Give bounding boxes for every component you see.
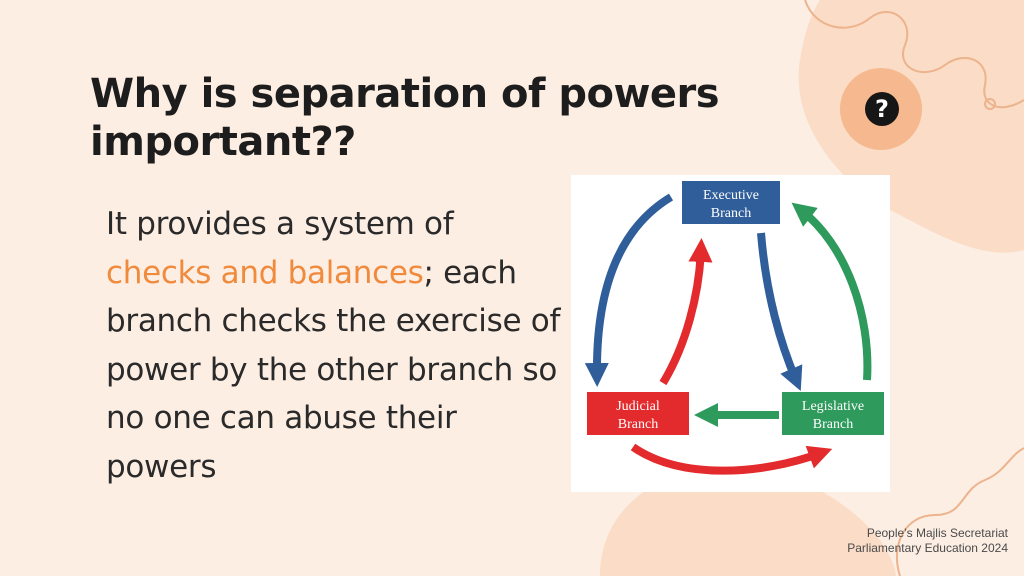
help-badge: ? bbox=[840, 68, 922, 150]
arrow-executive-to-judicial bbox=[584, 193, 674, 387]
body-text: It provides a system of checks and balan… bbox=[106, 200, 566, 491]
legislative-label-line1: Legislative bbox=[802, 399, 864, 414]
executive-branch-box: Executive Branch bbox=[682, 181, 780, 224]
judicial-label-line2: Branch bbox=[618, 417, 658, 432]
background-squiggle-top bbox=[804, 0, 1024, 109]
slide-title: Why is separation of powers important?? bbox=[90, 71, 720, 165]
arrow-judicial-to-executive bbox=[659, 238, 713, 386]
question-mark-icon: ? bbox=[865, 92, 899, 126]
legislative-branch-box: Legislative Branch bbox=[782, 392, 884, 435]
background-blob-bottom bbox=[600, 467, 896, 576]
footer-line-program: Parliamentary Education 2024 bbox=[847, 541, 1008, 555]
arrow-legislative-to-executive bbox=[791, 202, 872, 381]
branches-diagram-svg: Executive Branch Judicial Branch Legisla… bbox=[584, 181, 884, 475]
arrow-executive-to-legislative bbox=[757, 232, 803, 392]
legislative-label-line2: Branch bbox=[813, 417, 853, 432]
body-text-suffix: ; each branch checks the exercise of pow… bbox=[106, 254, 561, 485]
branches-diagram: Executive Branch Judicial Branch Legisla… bbox=[571, 175, 890, 492]
footer-line-organization: People’s Majlis Secretariat bbox=[866, 526, 1008, 540]
body-text-prefix: It provides a system of bbox=[106, 206, 454, 242]
executive-label-line1: Executive bbox=[703, 188, 759, 203]
arrow-judicial-to-legislative bbox=[630, 443, 833, 475]
judicial-label-line1: Judicial bbox=[616, 399, 660, 414]
background-squiggle-dot bbox=[984, 98, 996, 110]
footer-credit: People’s Majlis Secretariat Parliamentar… bbox=[847, 526, 1008, 556]
body-text-highlight: checks and balances bbox=[106, 254, 424, 291]
background-squiggle-bottom bbox=[895, 447, 1024, 576]
judicial-branch-box: Judicial Branch bbox=[587, 392, 689, 435]
executive-label-line2: Branch bbox=[711, 206, 751, 221]
